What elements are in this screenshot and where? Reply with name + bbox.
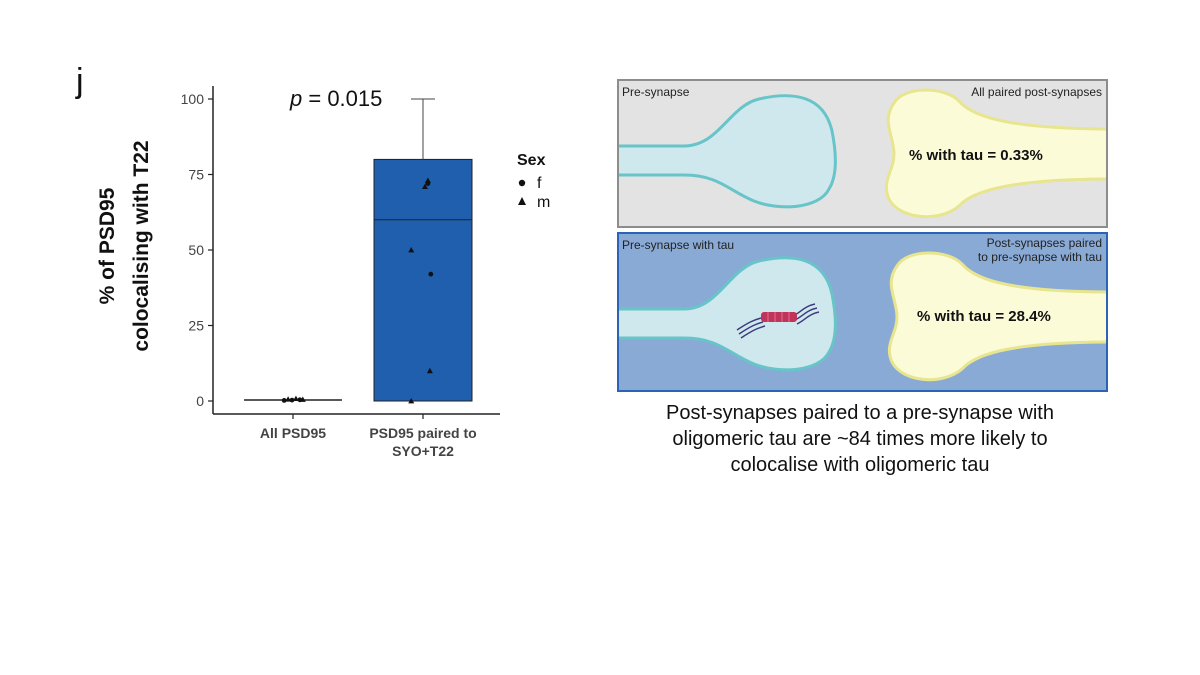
presynapse-label: Pre-synapse [622, 85, 690, 99]
data-point-4 [281, 397, 287, 403]
data-point-12 [425, 181, 431, 186]
x-category-label-1: PSD95 paired to [369, 425, 476, 441]
presynapse-shape [619, 94, 837, 209]
data-point-9 [299, 396, 306, 402]
x-category-label-0: All PSD95 [260, 425, 326, 441]
top-tau-percentage: % with tau = 0.33% [909, 147, 1043, 164]
data-point-14 [428, 271, 434, 277]
panel-letter: j [76, 62, 84, 100]
x-category-label-1-line2: SYO+T22 [392, 443, 454, 459]
all-postsynapses-label: All paired post-synapses [971, 85, 1102, 99]
data-point-6 [289, 397, 295, 403]
legend-marker-f [518, 179, 526, 187]
presynapse-with-tau-shape [619, 256, 837, 372]
data-point-10 [424, 177, 431, 183]
figure-caption: Post-synapses paired to a pre-synapse wi… [600, 400, 1120, 478]
legend-title: Sex [517, 152, 546, 169]
y-axis-title-line1: % of PSD95 [96, 187, 119, 304]
legend-marker-m [518, 197, 526, 205]
y-tick-label-100: 100 [181, 91, 205, 107]
y-axis-title-line2: colocalising with T22 [130, 140, 153, 351]
presynapse-with-tau-label: Pre-synapse with tau [622, 238, 735, 252]
data-point-7 [292, 395, 299, 401]
data-point-15 [426, 367, 433, 374]
oligomeric-tau-icon [736, 303, 820, 339]
legend-label-f: f [537, 175, 542, 192]
caption-line-1: Post-synapses paired to a pre-synapse wi… [666, 402, 1054, 424]
paired-postsynapses-label-line1: Post-synapses paired [986, 236, 1102, 250]
data-point-11 [421, 183, 428, 189]
box-plot-chart: 0 25 50 75 100 % of PSD95 colocalising with T2… [96, 86, 550, 459]
schematic-panel-paired-postsynapses: Pre-synapse with tau Post-synapses paire… [617, 232, 1108, 392]
data-point-16 [408, 398, 415, 404]
caption-line-2: oligomeric tau are ~84 times more likely… [672, 428, 1048, 450]
legend-label-m: m [537, 194, 550, 211]
caption-line-3: colocalise with oligomeric tau [730, 454, 990, 476]
data-point-13 [408, 247, 415, 253]
postsynapse-shape [884, 88, 1106, 219]
data-point-5 [285, 396, 292, 402]
y-tick-label-50: 50 [188, 242, 204, 258]
schematic-panel-all-postsynapses: Pre-synapse All paired post-synapses % w… [617, 79, 1108, 228]
y-tick-label-75: 75 [188, 167, 204, 183]
synapse-schematic-bottom [619, 251, 1106, 382]
bottom-tau-percentage: % with tau = 28.4% [917, 308, 1051, 325]
paired-postsynapses-label: Post-synapses paired to pre-synapse with… [978, 236, 1102, 264]
paired-postsynapse-shape [887, 251, 1106, 382]
p-value-annotation: p = 0.015 [289, 86, 382, 111]
bar-1 [373, 158, 473, 402]
synapse-schematic-top [619, 88, 1106, 219]
paired-postsynapses-label-line2: to pre-synapse with tau [977, 250, 1102, 264]
y-tick-label-25: 25 [188, 318, 204, 334]
y-tick-label-0: 0 [196, 393, 204, 409]
